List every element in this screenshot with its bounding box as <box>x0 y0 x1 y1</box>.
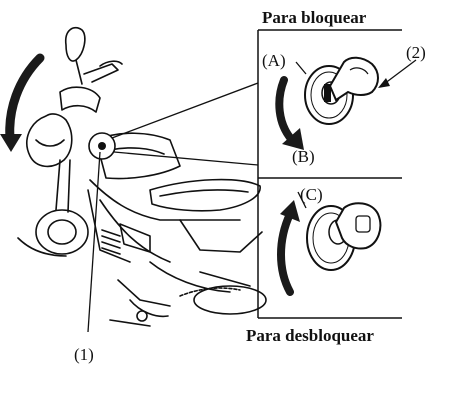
motorcycle-illustration <box>18 28 266 326</box>
callout-1-label: (1) <box>74 346 94 363</box>
lock-rotation-arrow <box>279 80 304 150</box>
callout-2-label: (2) <box>406 44 426 61</box>
arrow-a-label: (A) <box>262 52 286 69</box>
ignition-switch <box>89 133 115 159</box>
callout-2-leader <box>378 60 416 88</box>
arrow-c-label: (C) <box>300 186 323 203</box>
lock-title: Para bloquear <box>262 9 366 26</box>
arrow-b-label: (B) <box>292 148 315 165</box>
unlock-title: Para desbloquear <box>246 327 374 344</box>
unlock-rotation-arrow <box>280 200 300 292</box>
lock-position-a-tick <box>296 62 306 74</box>
lock-key <box>330 58 378 100</box>
